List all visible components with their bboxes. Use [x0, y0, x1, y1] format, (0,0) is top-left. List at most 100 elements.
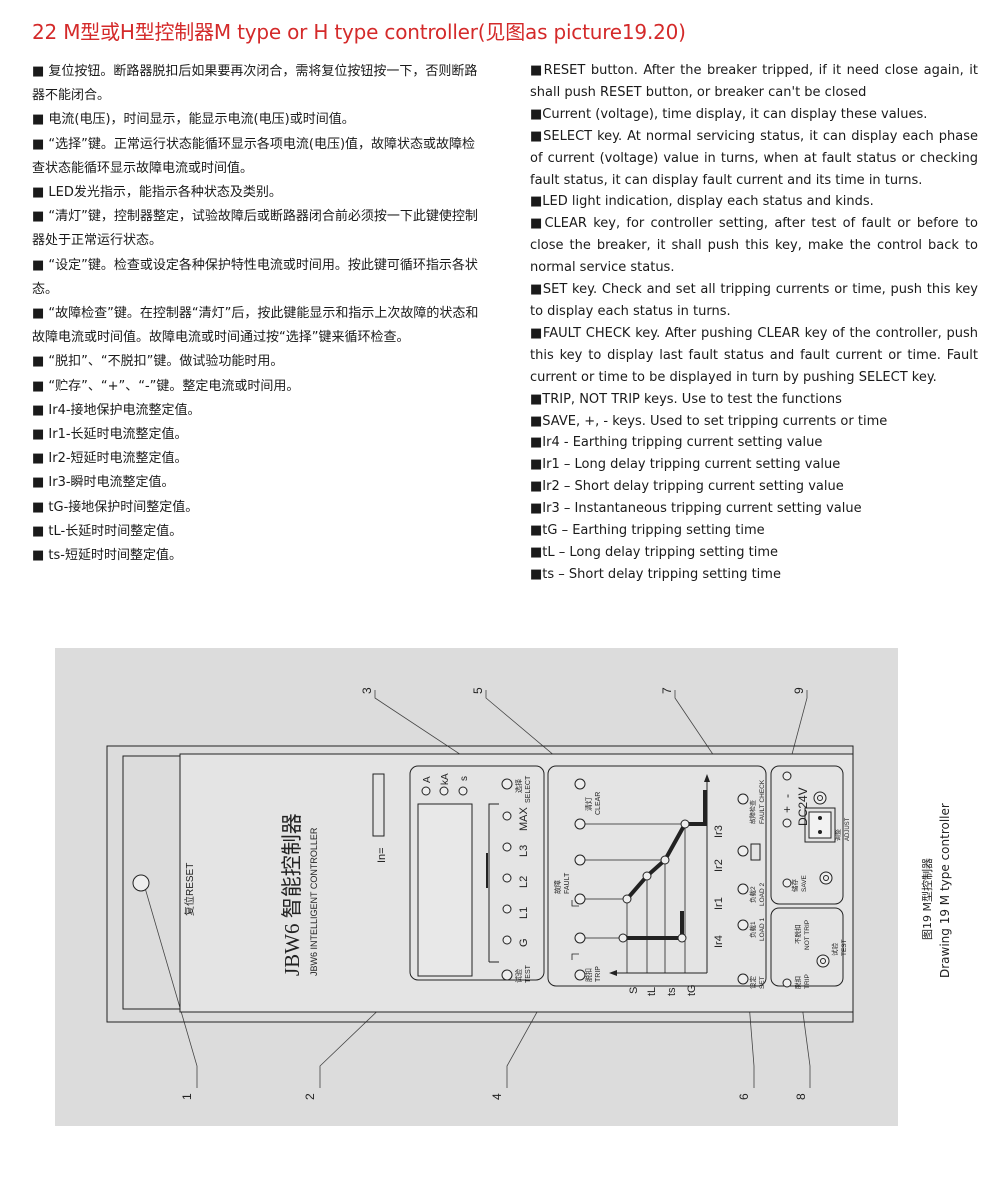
clear-button[interactable] — [574, 778, 586, 790]
time-label: ts — [666, 987, 678, 996]
time-label: tL — [646, 987, 658, 996]
controller-drawing: 1 2 3 4 5 6 7 8 9 复位RESET JBW6 智能控制器 JBW… — [55, 648, 898, 1126]
callout-number: 2 — [303, 1093, 317, 1100]
cn-item-trip: ■ “脱扣”、“不脱扣”键。做试验功能时用。 — [32, 354, 284, 370]
phase-trip-curve — [625, 790, 707, 901]
rating-label: In= — [376, 847, 388, 863]
clear-label-en: CLEAR — [595, 792, 602, 815]
set-button[interactable] — [737, 973, 749, 985]
load-1-led — [737, 919, 749, 931]
current-label: Ir1 — [713, 897, 725, 910]
test-knob-inner — [820, 958, 826, 964]
dc24v-label: DC24V — [796, 787, 810, 826]
not-trip-label-en: NOT TRIP — [804, 920, 811, 950]
power-connector-housing — [804, 807, 836, 843]
callout-number: 8 — [794, 1093, 808, 1100]
test-panel — [770, 907, 844, 987]
plus-label: + — [780, 806, 794, 813]
trip-led — [574, 969, 586, 981]
cn-item-display: ■ 电流(电压)，时间显示，能显示电流(电压)或时间值。 — [32, 112, 355, 128]
en-item-ir2: ■Ir2 – Short delay tripping current sett… — [530, 479, 844, 495]
power-terminal-inner — [817, 795, 823, 801]
save-button[interactable] — [782, 878, 792, 888]
plus-button[interactable] — [782, 818, 792, 828]
fault-label-en: FAULT — [564, 872, 571, 894]
brand-chinese: JBW6 智能控制器 — [280, 813, 304, 976]
trip-label-en: TRIP — [595, 966, 602, 982]
adjust-panel — [770, 765, 844, 905]
phase-label: G — [518, 938, 530, 947]
figure-caption-cn: 图19 M型控制器 — [920, 858, 934, 940]
fault-bracket — [571, 953, 579, 960]
chinese-description-column: ■ 复位按钮。断路器脱扣后如果要再次闭合，需将复位按钮按一下，否则断路器不能闭合… — [32, 60, 482, 568]
en-item-ir3: ■Ir3 – Instantaneous tripping current se… — [530, 501, 862, 517]
fault-led-ir3 — [574, 818, 586, 830]
phase-label: L3 — [518, 845, 530, 857]
fault-check-button[interactable] — [737, 793, 749, 805]
load-indicator — [750, 843, 761, 861]
brand-english: JBW6 INTELLIGENT CONTROLLER — [309, 827, 319, 976]
cn-item-ir3: ■ Ir3-瞬时电流整定值。 — [32, 475, 175, 491]
set-label-cn: 设定 — [748, 976, 757, 990]
cn-item-led: ■ LED发光指示，能指示各种状态及类别。 — [32, 185, 282, 201]
controller-drawing-svg: 1 2 3 4 5 6 7 8 9 复位RESET JBW6 智能控制器 JBW… — [106, 687, 854, 1100]
test-knob-label-en: TEST — [841, 939, 848, 956]
trip-label-cn: 脱扣 — [584, 968, 593, 982]
cn-item-tg: ■ tG-接地保护时间整定值。 — [32, 499, 199, 515]
trip-test-label-cn: 脱扣 — [793, 976, 802, 989]
test-label-cn: 试验 — [514, 969, 523, 983]
clear-label-cn: 清灯 — [584, 797, 593, 811]
curve-node — [642, 871, 652, 881]
trip-test-label-en: TRIP — [804, 974, 811, 989]
unit-label: A — [422, 776, 433, 783]
en-item-ts: ■ts – Short delay tripping setting time — [530, 566, 781, 582]
cn-item-ir1: ■ Ir1-长延时电流整定值。 — [32, 427, 188, 443]
fault-label-cn: 故障 — [553, 880, 562, 894]
minus-button[interactable] — [782, 771, 792, 781]
led-g — [502, 935, 512, 945]
cn-item-clear: ■ “清灯”键，控制器整定，试验故障后或断路器闭合前必须按一下此键使控制器处于正… — [32, 209, 478, 249]
trip-test-button[interactable] — [782, 978, 792, 988]
led-l1 — [502, 904, 512, 914]
fault-led-ir1 — [574, 893, 586, 905]
leader-3 — [374, 690, 497, 779]
cn-item-ts: ■ ts-短延时时间整定值。 — [32, 548, 182, 564]
leader-1 — [142, 880, 198, 1088]
current-label: Ir3 — [713, 825, 725, 838]
save-label-en: SAVE — [801, 874, 808, 892]
en-item-display: ■Current (voltage), time display, it can… — [530, 106, 928, 122]
select-label-en: SELECT — [525, 775, 532, 803]
callout-number: 6 — [737, 1093, 751, 1100]
cn-item-save: ■ “贮存”、“+”、“-”键。整定电流或时间用。 — [32, 378, 300, 394]
curve-node — [660, 855, 670, 865]
time-label: S — [628, 987, 640, 994]
callout-number: 7 — [660, 687, 674, 694]
current-label: Ir4 — [713, 935, 725, 948]
test-button[interactable] — [501, 969, 513, 981]
figure-caption: 图19 M型控制器 Drawing 19 M type controller — [920, 803, 952, 978]
led-l3 — [502, 842, 512, 852]
curve-node — [622, 894, 632, 904]
current-label: Ir2 — [713, 859, 725, 872]
select-button[interactable] — [501, 778, 513, 790]
english-description-column: ■RESET button. After the breaker tripped… — [530, 60, 978, 586]
load-2-label-cn: 负载2 — [748, 886, 757, 903]
test-label-en: TEST — [525, 964, 532, 983]
en-item-tg: ■tG – Earthing tripping setting time — [530, 523, 765, 539]
callout-number: 9 — [792, 687, 806, 694]
fault-bracket — [571, 900, 579, 907]
callout-number: 4 — [490, 1093, 504, 1100]
display-module — [409, 765, 545, 981]
figure-caption-en: Drawing 19 M type controller — [938, 803, 952, 978]
en-item-ir1: ■Ir1 – Long delay tripping current setti… — [530, 457, 841, 473]
fault-led-ir2 — [574, 854, 586, 866]
led-indicator — [421, 786, 431, 796]
phase-label: MAX — [518, 807, 530, 832]
connector-pin — [818, 816, 822, 820]
connector-pin — [818, 830, 822, 834]
load-led — [737, 845, 749, 857]
characteristic-panel — [547, 765, 767, 987]
cn-item-set: ■ “设定”键。检查或设定各种保护特性电流或时间用。按此键可循环指示各状态。 — [32, 257, 478, 297]
curve-node — [677, 933, 687, 943]
reset-button[interactable] — [132, 874, 150, 892]
